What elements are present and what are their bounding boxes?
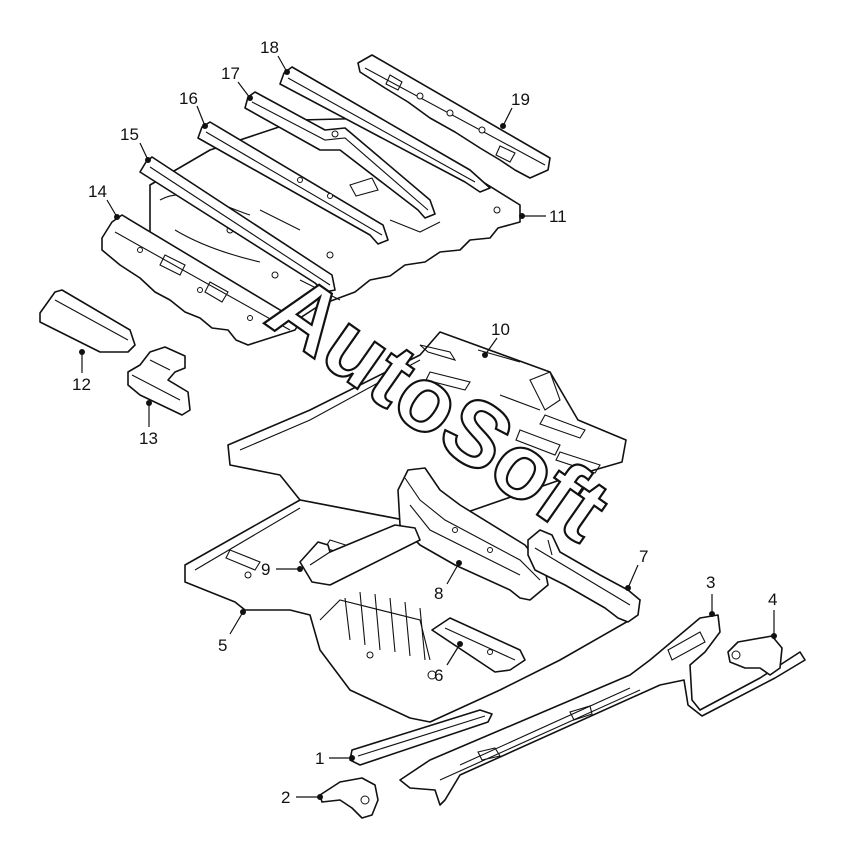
part-12-pad — [39, 289, 136, 353]
callout-5: 5 — [218, 609, 246, 655]
callout-2: 2 — [281, 788, 323, 807]
callout-7: 7 — [625, 547, 648, 591]
callout-4: 4 — [768, 590, 777, 639]
callout-10: 10 — [482, 320, 510, 358]
part-18-crossmember — [279, 66, 491, 193]
callout-15: 15 — [120, 125, 151, 163]
callout-10-label: 10 — [491, 320, 510, 339]
callout-13-label: 13 — [139, 429, 158, 448]
callout-17: 17 — [221, 64, 253, 101]
part-13-bracket — [127, 346, 191, 416]
callout-13: 13 — [139, 400, 158, 448]
part-14-rear-crossmember — [101, 214, 301, 346]
part-4-bracket — [727, 635, 783, 676]
part-2-bracket — [319, 777, 379, 819]
callout-3: 3 — [706, 573, 715, 617]
callout-4-label: 4 — [768, 590, 777, 609]
callout-1: 1 — [315, 749, 355, 768]
callout-1-label: 1 — [315, 749, 324, 768]
part-16-crossmember — [197, 121, 389, 245]
callout-12-label: 12 — [72, 375, 91, 394]
callout-6-label: 6 — [434, 666, 443, 685]
part-8-tunnel-member — [397, 467, 549, 601]
callout-16-label: 16 — [179, 89, 198, 108]
callout-9-label: 9 — [261, 560, 270, 579]
part-10-front-floor — [227, 331, 627, 526]
callout-16: 16 — [179, 89, 208, 129]
callout-11-label: 11 — [549, 207, 567, 226]
callout-8: 8 — [434, 560, 462, 603]
part-7-side-member — [527, 529, 641, 623]
part-3-side-sill — [399, 614, 806, 806]
part-17-crossmember — [244, 91, 436, 219]
callout-2-label: 2 — [281, 788, 290, 807]
callout-18-label: 18 — [260, 38, 279, 57]
callout-14: 14 — [88, 182, 120, 220]
part-6-bracket — [431, 617, 526, 673]
part-9-bracket — [299, 524, 421, 586]
callout-6: 6 — [434, 641, 463, 685]
callout-5-label: 5 — [218, 636, 227, 655]
callout-9: 9 — [261, 560, 303, 579]
callout-14-label: 14 — [88, 182, 107, 201]
callout-3-label: 3 — [706, 573, 715, 592]
part-19-rear-end-panel — [357, 54, 551, 179]
callout-11: 11 — [519, 207, 567, 226]
callout-7-label: 7 — [639, 547, 648, 566]
callout-19: 19 — [500, 90, 530, 129]
callout-19-label: 19 — [511, 90, 530, 109]
callout-8-label: 8 — [434, 584, 443, 603]
callout-17-label: 17 — [221, 64, 240, 83]
callout-15-label: 15 — [120, 125, 139, 144]
part-15-crossmember — [139, 156, 336, 293]
callout-12: 12 — [72, 349, 91, 394]
callout-18: 18 — [260, 38, 290, 75]
